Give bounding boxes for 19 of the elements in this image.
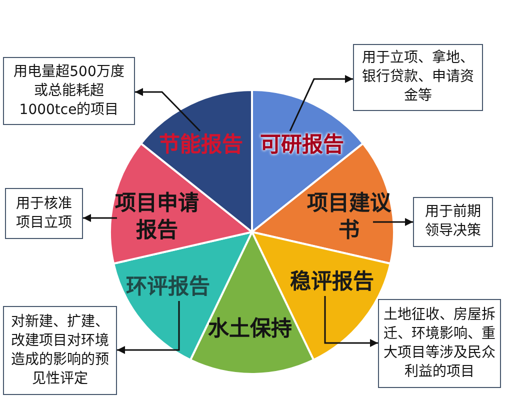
slice-label: 项目建议书 (306, 189, 392, 243)
note-box: 用于前期领导决策 (413, 197, 493, 247)
slice-label: 节能报告 (158, 130, 244, 158)
note-box: 对新建、扩建、改建项目对环境造成的影响的预见性评定 (3, 306, 117, 395)
arrow (324, 296, 378, 347)
arrow (135, 88, 201, 132)
slice-label: 稳评报告 (289, 268, 375, 294)
note-box: 用电量超500万度或总能耗超1000tce的项目 (3, 57, 135, 125)
arrow (117, 301, 180, 354)
slice-label: 水土保持 (207, 314, 293, 342)
note-box: 土地征收、房屋拆迁、环境影响、重大项目等涉及民众利益的项目 (378, 299, 501, 388)
note-box: 用于立项、拿地、银行贷款、申请资金等 (353, 44, 483, 111)
arrow (289, 75, 353, 132)
slice-label: 环评报告 (125, 272, 211, 300)
note-box: 用于核准项目立项 (5, 188, 83, 239)
slice-label: 可研报告 (259, 130, 345, 158)
arrow (373, 218, 413, 226)
slice-label: 项目申请报告 (114, 189, 200, 243)
arrow (83, 214, 117, 222)
